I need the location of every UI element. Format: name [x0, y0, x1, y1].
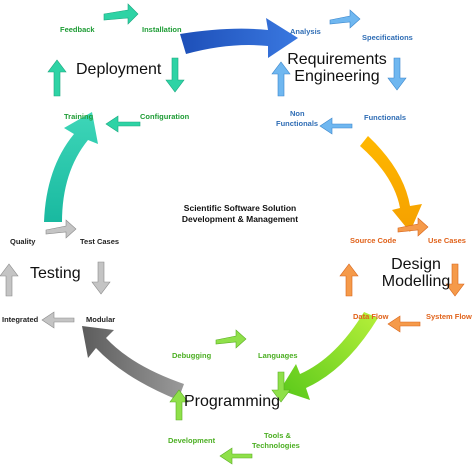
deployment-item-training: Training [64, 112, 94, 121]
small-arrow-req-up [271, 61, 291, 97]
deployment-item-feedback: Feedback [60, 25, 95, 34]
requirements-title-line1: Requirements [287, 51, 387, 68]
requirements-item-functionals-non: Functionals [276, 119, 319, 128]
programming-item-technologies: Technologies [252, 441, 300, 450]
small-arrow-prog-down [271, 371, 291, 403]
design-title-line1: Design [391, 256, 441, 273]
center-title-line2: Development & Management [181, 214, 299, 225]
deployment-title: Deployment [76, 61, 162, 78]
center-title: Scientific Software Solution Development… [150, 203, 330, 226]
small-arrow-spec-down [387, 57, 407, 91]
design-title-line2: Modelling [381, 272, 451, 290]
programming-item-development: Development [168, 436, 216, 445]
arrow-testing-to-deployment [44, 112, 98, 222]
programming-item-debugging: Debugging [172, 351, 212, 360]
design-item-data-flow: Data Flow [353, 312, 389, 321]
arrow-programming-to-testing [82, 326, 184, 400]
small-arrow-tools-development [219, 447, 253, 465]
small-arrow-usecases-down [445, 263, 465, 297]
arrow-requirements-to-design [360, 136, 422, 232]
arrow-deployment-to-requirements [180, 18, 298, 58]
small-arrow-source-usecases [397, 217, 429, 237]
programming-item-languages: Languages [258, 351, 298, 360]
deployment-item-installation: Installation [142, 25, 182, 34]
requirements-title-line2: Engineering [294, 67, 380, 85]
small-arrow-debugging-languages [215, 329, 247, 349]
requirements-title: Requirements Engineering [282, 51, 392, 86]
design-title: Design Modelling [366, 256, 466, 291]
programming-title: Programming [184, 393, 281, 410]
design-item-system-flow: System Flow [426, 312, 472, 321]
center-title-line1: Scientific Software Solution [183, 203, 297, 213]
requirements-item-functionals: Functionals [364, 113, 407, 122]
deployment-item-configuration: Configuration [140, 112, 190, 121]
small-arrow-testcases-down [91, 261, 111, 295]
small-arrow-feedback-installation [103, 3, 139, 25]
small-arrow-design-up [339, 263, 359, 297]
small-arrow-quality-testcases [45, 219, 77, 239]
testing-item-modular: Modular [86, 315, 116, 324]
small-arrow-testing-up [0, 263, 19, 297]
requirements-item-non: Non [290, 109, 305, 118]
arrow-design-to-programming [280, 312, 378, 400]
small-arrow-analysis-specifications [329, 9, 361, 29]
programming-item-tools: Tools & [264, 431, 291, 440]
testing-item-test-cases: Test Cases [80, 237, 120, 246]
requirements-item-analysis: Analysis [290, 27, 321, 36]
requirements-item-specifications: Specifications [362, 33, 413, 42]
small-arrow-down-right [165, 57, 185, 93]
small-arrow-systemflow-dataflow [387, 315, 421, 333]
small-arrow-functionals-left [319, 117, 353, 135]
small-arrow-up-left [47, 59, 67, 97]
testing-item-quality: Quality [10, 237, 36, 246]
small-arrow-configuration-training [105, 115, 141, 133]
design-item-use-cases: Use Cases [428, 236, 466, 245]
design-item-source-code: Source Code [350, 236, 397, 245]
small-arrow-prog-up [169, 389, 189, 421]
testing-item-integrated: Integrated [2, 315, 39, 324]
small-arrow-modular-integrated [41, 311, 75, 329]
testing-title: Testing [30, 265, 81, 282]
